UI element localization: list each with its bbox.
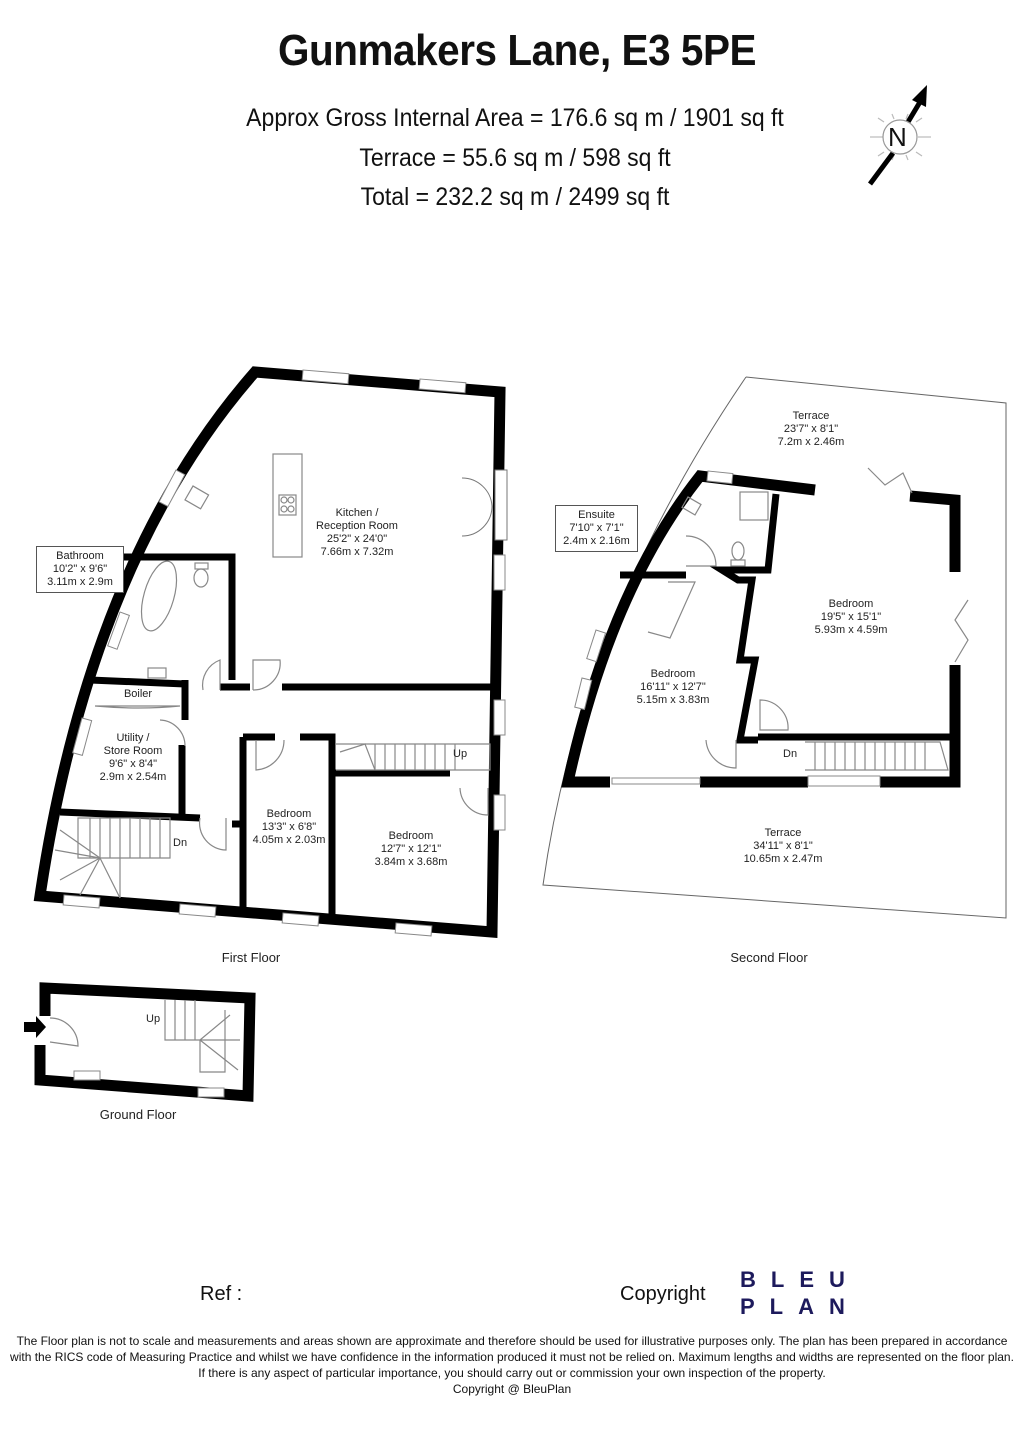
room-utility-store: Utility / Store Room 9'6" x 8'4" 2.9m x … [99,732,167,783]
callout-bathroom: Bathroom 10'2" x 9'6" 3.11m x 2.9m [36,546,124,593]
stairs-up-label: Up [453,748,468,760]
room-terrace-south: Terrace 34'11" x 8'1" 10.65m x 2.47m [743,827,823,865]
total-area: Total = 232.2 sq m / 2499 sq ft [360,183,670,211]
ref-label: Ref : [200,1283,243,1305]
callout-ensuite: Ensuite 7'10" x 7'1" 2.4m x 2.16m [555,505,638,552]
stairs-up-label-ground: Up [146,1013,161,1025]
floor-label-second: Second Floor [730,950,808,965]
room-bedroom-main: Bedroom 19'5" x 15'1" 5.93m x 4.59m [814,598,888,636]
room-bedroom-first-floor: Bedroom 12'7" x 12'1" 3.84m x 3.68m [374,830,448,868]
bleuplan-logo: BLEU PLAN [740,1267,860,1319]
floor-label-ground: Ground Floor [99,1107,177,1122]
stairs-down-label-second: Dn [783,748,798,760]
label-boiler: Boiler [123,688,153,700]
stairs-down-label: Dn [173,837,188,849]
floor-label-first: First Floor [221,950,281,965]
room-kitchen-reception: Kitchen / Reception Room 25'2" x 24'0" 7… [316,507,398,558]
compass-n-label: N [888,122,907,152]
terrace-area: Terrace = 55.6 sq m / 598 sq ft [359,144,671,172]
room-terrace-north: Terrace 23'7" x 8'1" 7.2m x 2.46m [777,410,845,448]
room-bedroom-small: Bedroom 13'3" x 6'8" 4.05m x 2.03m [252,808,326,846]
property-title: Gunmakers Lane, E3 5PE [277,26,757,75]
north-arrow-icon: N [850,80,950,190]
copyright-label: Copyright [620,1283,706,1305]
disclaimer: The Floor plan is not to scale and measu… [10,1334,1014,1396]
room-bedroom-second-floor: Bedroom 16'11" x 12'7" 5.15m x 3.83m [636,668,710,706]
gross-internal-area: Approx Gross Internal Area = 176.6 sq m … [246,104,784,132]
